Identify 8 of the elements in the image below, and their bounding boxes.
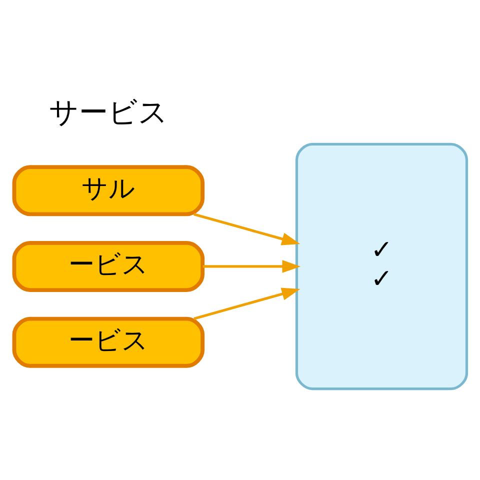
label: サービス xyxy=(48,95,168,130)
arrow xyxy=(193,212,300,246)
node-box: ✓ ✓ xyxy=(294,142,468,390)
node-box: ービス xyxy=(12,316,204,368)
node-box: サル xyxy=(12,165,204,216)
arrow xyxy=(202,260,300,273)
arrow xyxy=(193,288,300,320)
node-box: ービス xyxy=(12,240,204,292)
